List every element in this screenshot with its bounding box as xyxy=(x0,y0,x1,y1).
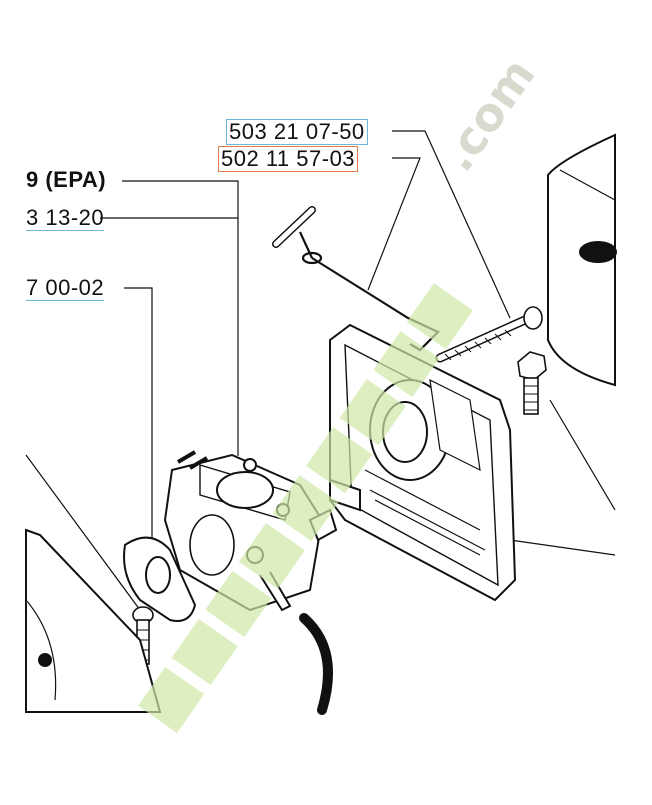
leader-line-p2 xyxy=(367,157,421,291)
long-screw xyxy=(435,306,543,363)
part-number-label: 3 13-20 xyxy=(26,205,105,231)
part-number-label: 502 11 57-03 xyxy=(218,146,359,172)
crankcase-fragment xyxy=(25,528,162,713)
gasket xyxy=(123,536,197,622)
part-number-label: 9 (EPA) xyxy=(26,167,107,192)
leader-line-bolt xyxy=(549,399,616,511)
carburetor xyxy=(163,450,338,612)
part-number-label: 7 00-02 xyxy=(26,275,105,301)
fuel-hose xyxy=(299,613,333,715)
air-filter-housing xyxy=(547,133,617,387)
intake-adapter-plate xyxy=(329,323,517,602)
leader-line-p5 xyxy=(124,287,153,540)
choke-rod xyxy=(272,206,440,352)
leader-line-p3 xyxy=(122,180,239,456)
leader-line-plate xyxy=(509,539,616,556)
hex-bolt xyxy=(517,351,547,415)
leader-line-p1 xyxy=(392,130,511,319)
leader-line-gasket xyxy=(25,454,141,611)
part-number-label: 503 21 07-50 xyxy=(226,119,368,145)
